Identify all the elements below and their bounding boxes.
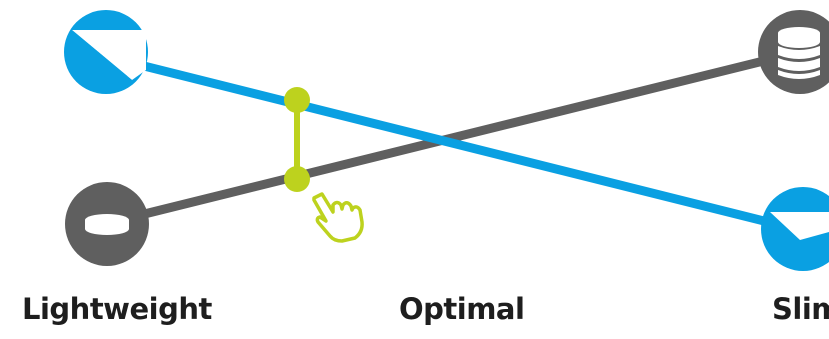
blue-line xyxy=(103,52,805,235)
single-coin-icon xyxy=(65,182,149,266)
thin-wedge-icon xyxy=(64,10,148,94)
label-slim: Slim xyxy=(772,292,829,326)
gray-line xyxy=(103,47,805,228)
label-optimal: Optimal xyxy=(399,292,525,326)
hand-pointer-icon xyxy=(312,192,364,243)
optimal-point-gray[interactable] xyxy=(284,166,310,192)
label-lightweight: Lightweight xyxy=(22,292,212,326)
optimal-point-blue[interactable] xyxy=(284,87,310,113)
coin-stack-icon xyxy=(758,10,829,94)
thin-wedge-icon-bottom xyxy=(761,187,829,271)
